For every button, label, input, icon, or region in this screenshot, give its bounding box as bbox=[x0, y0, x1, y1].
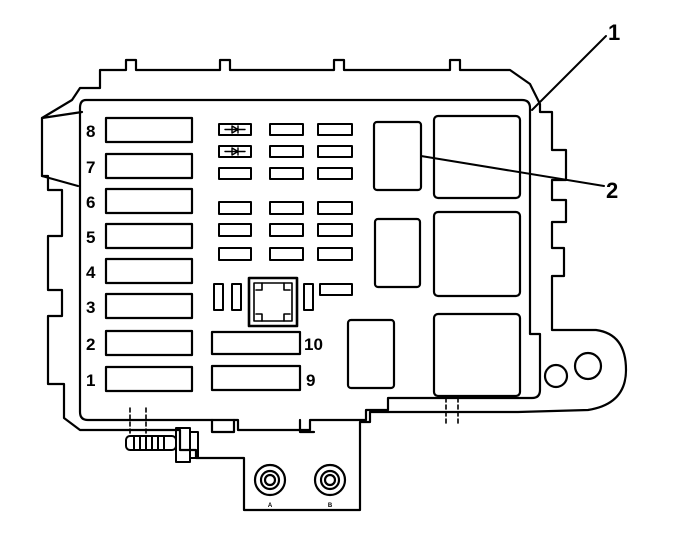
callout-2: 2 bbox=[606, 178, 618, 203]
fuse-label-9: 9 bbox=[306, 371, 315, 390]
mounting-hole-icon bbox=[543, 363, 569, 389]
fuse-label-5: 5 bbox=[86, 228, 95, 247]
fuse-label-1: 1 bbox=[86, 371, 95, 390]
long-fuse-slots bbox=[210, 330, 302, 392]
maxi-fuse-slot bbox=[104, 257, 194, 285]
maxi-fuse-slot bbox=[104, 222, 194, 250]
maxi-fuse-slot bbox=[104, 329, 194, 357]
large-relay-slot bbox=[432, 210, 522, 298]
maxi-fuse-slot bbox=[104, 292, 194, 320]
diode-slot bbox=[218, 145, 252, 158]
mini-fuse-slot bbox=[317, 145, 353, 158]
mounting-hole-icon bbox=[573, 351, 603, 381]
stud-b-icon bbox=[313, 463, 347, 497]
relay-slot bbox=[373, 217, 422, 289]
leader-line-2 bbox=[420, 155, 605, 187]
diode-icon bbox=[224, 125, 246, 156]
mini-fuse-slot bbox=[218, 223, 252, 237]
mini-fuse-slot bbox=[218, 167, 252, 180]
mini-fuse-slot bbox=[269, 123, 304, 136]
maxi-fuse-slot bbox=[104, 116, 194, 144]
relay-slot bbox=[372, 120, 423, 192]
mini-fuse-slot bbox=[218, 201, 252, 215]
mini-fuse-slot bbox=[317, 247, 353, 261]
mini-fuse-slot bbox=[317, 201, 353, 215]
side-bolt-icon bbox=[125, 427, 199, 463]
mini-fuse-slot bbox=[218, 247, 252, 261]
leader-line-1 bbox=[531, 35, 607, 111]
large-relay-slot bbox=[432, 312, 522, 398]
maxi-fuse-slot bbox=[104, 152, 194, 180]
fuse-label-10: 10 bbox=[304, 335, 323, 354]
large-relay-slot bbox=[432, 114, 522, 200]
stud-a-icon bbox=[253, 463, 287, 497]
fuse-label-2: 2 bbox=[86, 335, 95, 354]
maxi-fuse-slot bbox=[104, 187, 194, 215]
maxi-fuse-column bbox=[104, 116, 194, 393]
relay-array bbox=[346, 114, 522, 398]
stud-a-label: A bbox=[268, 503, 273, 509]
stud-b-label: B bbox=[328, 503, 333, 509]
callout-1: 1 bbox=[608, 20, 620, 45]
mini-fuse-slot bbox=[317, 167, 353, 180]
terminal-studs: A B bbox=[253, 463, 347, 509]
diode-slot bbox=[218, 123, 252, 136]
mini-fuse-slot bbox=[317, 223, 353, 237]
fuse-label-8: 8 bbox=[86, 122, 95, 141]
mini-fuse-slot bbox=[269, 223, 304, 237]
mini-fuse-slot bbox=[269, 247, 304, 261]
mini-fuse-slot bbox=[269, 167, 304, 180]
mini-fuse-slot bbox=[269, 201, 304, 215]
callout-leaders bbox=[420, 35, 607, 187]
fuse-label-3: 3 bbox=[86, 298, 95, 317]
fuse-label-4: 4 bbox=[86, 263, 96, 282]
mini-fuse-grid bbox=[218, 123, 353, 261]
maxi-fuse-slot bbox=[104, 365, 194, 393]
relay-slot bbox=[346, 318, 396, 390]
mini-fuse-slot bbox=[317, 123, 353, 136]
housing-outline bbox=[40, 58, 628, 512]
long-fuse-slot-10 bbox=[210, 330, 302, 356]
mini-fuse-slot bbox=[269, 145, 304, 158]
fuse-label-6: 6 bbox=[86, 193, 95, 212]
relay-socket bbox=[213, 276, 353, 328]
long-fuse-slot-9 bbox=[210, 364, 302, 392]
fuse-label-7: 7 bbox=[86, 158, 95, 177]
